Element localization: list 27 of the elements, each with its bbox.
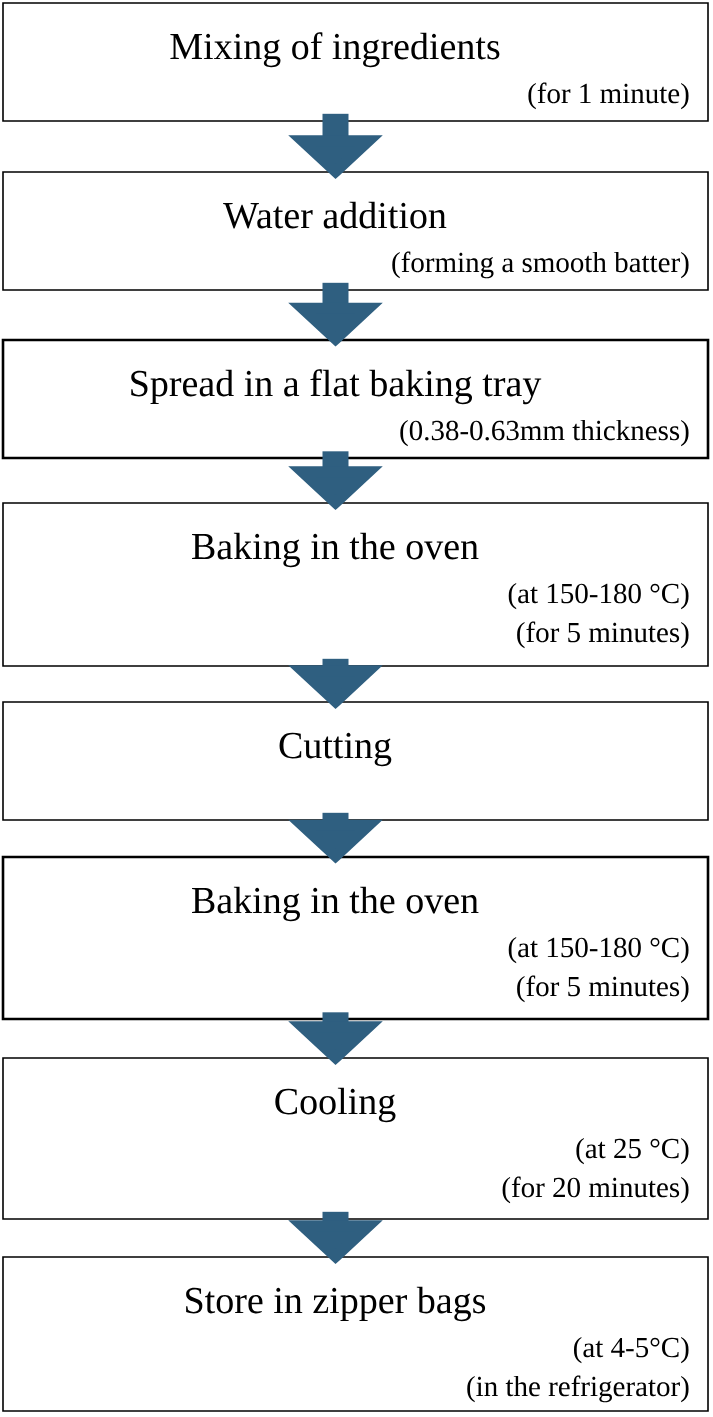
step-box (2, 701, 709, 821)
step-note: (forming a smooth batter) (392, 251, 689, 279)
step-note: (at 150-180 °C) (508, 582, 689, 610)
step-note: (at 4-5°C) (574, 1336, 689, 1364)
step-heading: Store in zipper bags (186, 1286, 486, 1322)
step-note: (for 1 minute) (528, 82, 689, 110)
step-box (1, 855, 710, 1021)
step-note: (for 20 minutes) (502, 1176, 689, 1204)
step-note: (at 150-180 °C) (508, 936, 689, 964)
step-heading: Cooling (275, 1087, 396, 1123)
step-note: (for 5 minutes) (517, 621, 689, 649)
step-note: (for 5 minutes) (517, 975, 689, 1003)
step-box (2, 2, 709, 122)
step-box (2, 1057, 709, 1220)
step-heading: Cutting (279, 732, 392, 767)
step-heading: Mixing of ingredients (170, 32, 500, 68)
step-box (2, 1256, 709, 1412)
step-box (2, 171, 709, 291)
step-note: (at 25 °C) (576, 1137, 689, 1165)
step-heading: Baking in the oven (192, 886, 479, 922)
step-box (1, 338, 710, 460)
step-note: (0.38-0.63mm thickness) (400, 419, 689, 447)
step-heading: Spread in a flat baking tray (131, 369, 542, 405)
step-note: (in the refrigerator) (467, 1375, 689, 1403)
step-heading: Baking in the oven (192, 532, 479, 568)
step-heading: Water addition (223, 201, 447, 229)
step-box (2, 502, 709, 667)
